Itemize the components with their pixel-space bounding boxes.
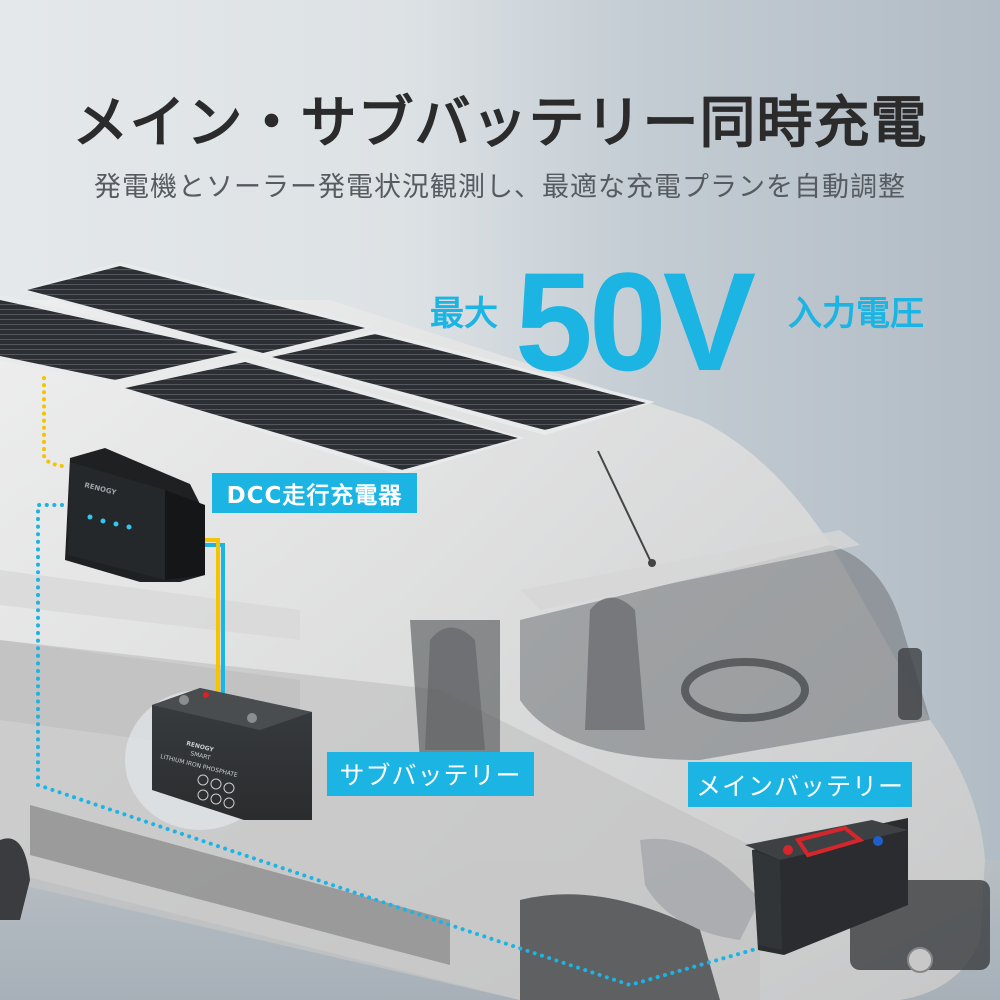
charge-led-icon (113, 521, 119, 527)
solar-led-icon (87, 514, 93, 520)
max-voltage-value: 50V (515, 243, 756, 400)
sub-battery-wire-blue (200, 543, 225, 700)
positive-terminal-icon (783, 845, 793, 855)
dcc-charger-device: RENOGY (65, 448, 205, 582)
page-subtitle: 発電機とソーラー発電状況観測し、最適な充電プランを自動調整 (94, 172, 906, 203)
brand-emblem-icon (907, 947, 933, 973)
dcc-charger-label: DCC走行充電器 (212, 473, 417, 513)
page-title: メイン・サブバッテリー同時充電 (72, 91, 928, 156)
main-battery-label: メインバッテリー (688, 762, 912, 807)
no-children-icon (223, 782, 235, 794)
max-voltage-suffix: 入力電圧 (788, 294, 924, 334)
solar-panels (0, 262, 655, 475)
battery-line1: SMART (190, 750, 212, 762)
sub-battery-wire-yellow (200, 538, 220, 700)
main-battery-device (745, 818, 908, 955)
negative-terminal-icon (873, 836, 883, 846)
battery-led-icon (100, 518, 106, 524)
recycle-icon (197, 789, 209, 801)
max-voltage-prefix: 最大 (430, 294, 498, 334)
fire-icon (210, 778, 222, 790)
wiring (36, 376, 772, 988)
no-trash-icon (223, 797, 235, 809)
no-water-icon (210, 793, 222, 805)
solar-wire (42, 376, 64, 468)
alternator-led-icon (126, 524, 132, 530)
manual-icon (197, 774, 209, 786)
sub-battery-label: サブバッテリー (327, 752, 534, 796)
sub-battery-device: RENOGY SMART LITHIUM IRON PHOSPHATE (125, 688, 312, 830)
